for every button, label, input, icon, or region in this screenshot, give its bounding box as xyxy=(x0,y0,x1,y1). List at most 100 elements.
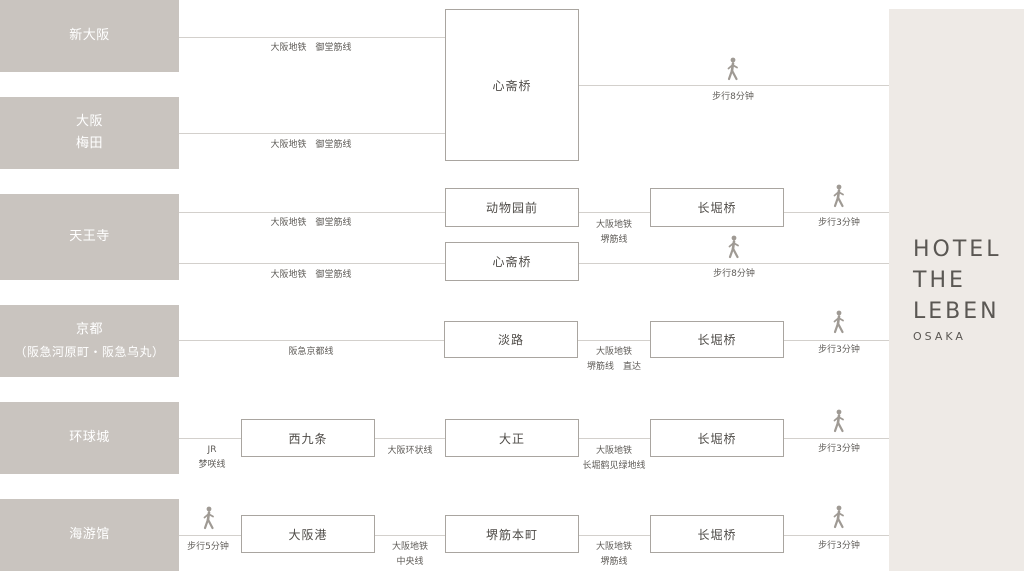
station-label: 淡路 xyxy=(497,333,524,347)
route-line xyxy=(784,535,889,536)
line-label-loop: 大阪环状线 xyxy=(387,446,433,456)
walking-person-icon xyxy=(831,505,847,529)
station-label: 长堀桥 xyxy=(697,333,737,347)
station-label: 心斋桥 xyxy=(492,255,532,269)
line-text: 大阪地铁 xyxy=(391,542,429,552)
walk-time-label: 步行3分钟 xyxy=(818,444,860,454)
origin-label: 京都 xyxy=(75,322,103,337)
line-text: 长堀鹤见绿地线 xyxy=(582,461,646,471)
hotel-name-line: THE xyxy=(913,268,966,293)
origin-label: 天王寺 xyxy=(69,229,110,244)
route-line xyxy=(375,438,445,439)
route-line xyxy=(784,340,889,341)
line-text: 梦咲线 xyxy=(198,460,226,470)
origin-label: 梅田 xyxy=(75,136,103,151)
station-label: 大阪港 xyxy=(288,527,328,542)
line-label-midosuji: 大阪地铁 御堂筋线 xyxy=(270,140,352,150)
walk-time-label: 步行3分钟 xyxy=(818,541,860,551)
line-text: 大阪地铁 xyxy=(595,446,633,456)
line-text: 堺筋线 xyxy=(600,557,628,567)
walk-time-label: 步行8分钟 xyxy=(712,92,754,102)
origin-universal: 环球城 xyxy=(0,402,179,474)
hotel-city: OSAKA xyxy=(913,330,966,343)
origin-label: 环球城 xyxy=(69,430,110,445)
station-label: 心斋桥 xyxy=(492,78,532,93)
route-line xyxy=(579,85,889,86)
station-label: 西九条 xyxy=(288,431,328,446)
route-line xyxy=(179,438,241,439)
hotel-name-line: LEBEN xyxy=(913,299,1000,324)
line-label-subway: 大阪地铁 中央线 xyxy=(392,540,428,570)
route-line xyxy=(179,535,241,536)
origin-kyoto: 京都 （阪急河原町・阪急乌丸） xyxy=(0,305,179,377)
line-label-subway: 大阪地铁 堺筋线 xyxy=(596,218,632,248)
station-osakako: 大阪港 xyxy=(241,515,375,553)
line-text: JR xyxy=(207,445,217,455)
walking-person-icon xyxy=(726,235,742,259)
line-label-subway: 大阪地铁 堺筋线 xyxy=(596,540,632,570)
station-label: 动物园前 xyxy=(485,201,538,215)
origin-osaka-umeda: 大阪 梅田 xyxy=(0,97,179,169)
origin-tennoji: 天王寺 xyxy=(0,194,179,280)
route-line xyxy=(179,212,445,213)
origin-aquarium: 海游馆 xyxy=(0,499,179,571)
line-text: 大阪地铁 xyxy=(595,542,633,552)
hotel-logo: HOTEL THE LEBEN OSAKA xyxy=(913,234,1001,343)
station-dobutsuen: 动物园前 xyxy=(445,188,579,227)
walking-person-icon xyxy=(725,57,741,81)
station-nishikujo: 西九条 xyxy=(241,419,375,457)
route-line xyxy=(579,263,889,264)
walk-time-label: 步行5分钟 xyxy=(187,542,229,552)
route-line xyxy=(579,535,650,536)
line-text: 堺筋线 xyxy=(600,235,628,245)
station-label: 长堀桥 xyxy=(697,431,737,446)
hotel-panel xyxy=(889,9,1024,571)
line-label-hankyu-kyoto: 阪急京都线 xyxy=(288,347,334,357)
origin-label: 大阪 xyxy=(75,114,103,129)
walking-person-icon xyxy=(201,506,217,530)
line-label-midosuji: 大阪地铁 御堂筋线 xyxy=(270,43,352,53)
station-nagahoribashi: 长堀桥 xyxy=(650,321,784,358)
station-nagahoribashi: 长堀桥 xyxy=(650,515,784,553)
walk-time-label: 步行8分钟 xyxy=(713,269,755,279)
origin-label: 新大阪 xyxy=(69,28,110,43)
route-line xyxy=(784,212,889,213)
station-label: 堺筋本町 xyxy=(485,527,538,542)
route-line xyxy=(179,133,445,134)
line-label-midosuji: 大阪地铁 御堂筋线 xyxy=(270,218,352,228)
station-nagahoribashi: 长堀桥 xyxy=(650,188,784,227)
station-sakaisuji-hommachi: 堺筋本町 xyxy=(445,515,579,553)
station-taisho: 大正 xyxy=(445,419,579,457)
line-text: 大阪地铁 xyxy=(595,220,633,230)
line-text: 中央线 xyxy=(396,557,424,567)
station-nagahoribashi: 长堀桥 xyxy=(650,419,784,457)
walking-person-icon xyxy=(831,184,847,208)
route-line xyxy=(579,438,650,439)
route-line xyxy=(784,438,889,439)
origin-label: 海游馆 xyxy=(69,527,110,542)
route-line xyxy=(179,340,444,341)
station-label: 长堀桥 xyxy=(697,201,737,215)
walking-person-icon xyxy=(831,409,847,433)
station-awaji: 淡路 xyxy=(444,321,578,358)
station-shinsaibashi: 心斋桥 xyxy=(445,242,579,281)
line-label-subway: 大阪地铁 长堀鹤见绿地线 xyxy=(582,444,645,474)
station-label: 大正 xyxy=(498,431,525,446)
route-line xyxy=(578,340,650,341)
line-text: 堺筋线 直达 xyxy=(586,362,642,372)
origin-shin-osaka: 新大阪 xyxy=(0,0,179,72)
route-line xyxy=(179,37,445,38)
hotel-name-line: HOTEL xyxy=(913,237,1002,262)
route-line xyxy=(579,212,650,213)
origin-label: （阪急河原町・阪急乌丸） xyxy=(14,345,165,359)
line-label-jr: JR 梦咲线 xyxy=(198,443,225,473)
station-label: 长堀桥 xyxy=(697,527,737,542)
line-label-subway: 大阪地铁 堺筋线 直达 xyxy=(587,345,641,375)
route-line xyxy=(179,263,445,264)
station-shinsaibashi-main: 心斋桥 xyxy=(445,9,579,161)
walk-time-label: 步行3分钟 xyxy=(818,218,860,228)
line-label-midosuji: 大阪地铁 御堂筋线 xyxy=(270,270,352,280)
line-text: 大阪地铁 xyxy=(595,347,633,357)
walking-person-icon xyxy=(831,310,847,334)
walk-time-label: 步行3分钟 xyxy=(818,345,860,355)
